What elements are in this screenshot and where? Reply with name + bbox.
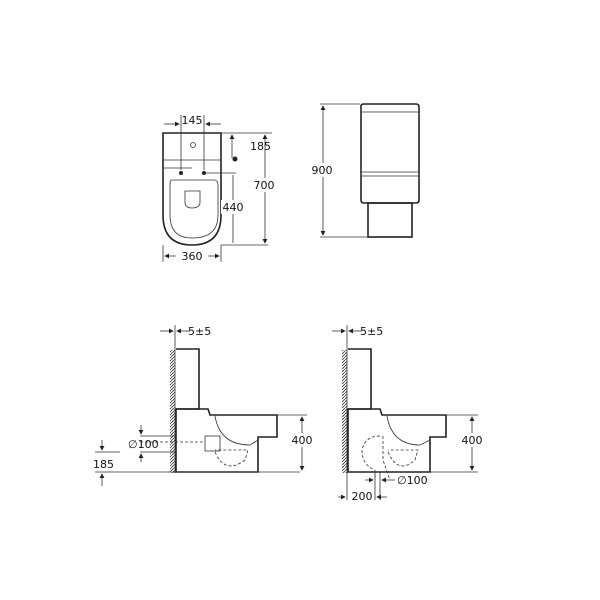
dim-outlet-distance: 200 xyxy=(352,490,373,503)
dim-total-length: 700 xyxy=(254,179,275,192)
top-view: 145 185 700 440 360 xyxy=(162,114,276,263)
dim-height: 900 xyxy=(312,164,333,177)
dim-wall-gap: 5±5 xyxy=(188,325,211,338)
front-view: 900 xyxy=(310,103,420,238)
dim-wall-gap-floor: 5±5 xyxy=(360,325,383,338)
dim-width: 360 xyxy=(182,250,203,263)
dim-outlet-diameter-floor: ∅100 xyxy=(397,474,428,487)
dim-seat-height-floor: 400 xyxy=(462,434,483,447)
side-view-wall-outlet: 5±5 ∅100 185 400 xyxy=(93,325,314,486)
side-view-floor-outlet: 5±5 400 ∅100 200 xyxy=(332,325,484,503)
dim-tank-to-hole: 185 xyxy=(250,140,271,153)
dim-outlet-diameter: ∅100 xyxy=(128,438,159,451)
dim-hole-spacing: 145 xyxy=(182,114,203,127)
flush-button-icon xyxy=(190,142,196,148)
dim-outlet-height: 185 xyxy=(93,458,114,471)
dim-seat-height: 400 xyxy=(292,434,313,447)
dim-seat-length: 440 xyxy=(223,201,244,214)
